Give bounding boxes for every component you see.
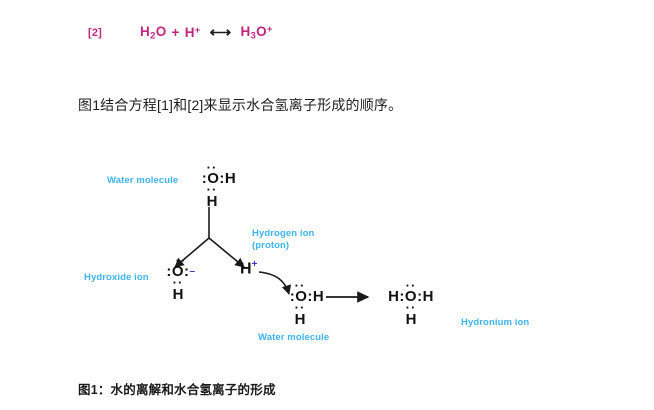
label-hydronium-ion: Hydronium ion (461, 317, 530, 328)
hydronium-right-lone-pair: : (417, 288, 423, 305)
equation-reactant-water: H2O (140, 24, 166, 42)
structure-hydrogen-ion: H+ (240, 260, 257, 278)
water-bottom-lone-pair-top: ·· (294, 278, 306, 293)
hydroxide-lone-pair-top: ·· (175, 253, 187, 268)
equation-plus-operator: + (171, 25, 180, 41)
hydronium-lone-pair-top: ·· (405, 278, 417, 293)
water-bottom-lone-pair-bottom: ·· (294, 300, 306, 315)
hydronium-h: H (240, 24, 251, 39)
proton-charge: + (194, 25, 201, 37)
label-water-molecule-bottom: Water molecule (258, 332, 330, 343)
hydroxide-main-row: :O:– (158, 264, 204, 279)
label-hydrogen-ion-line2: (proton) (252, 240, 290, 251)
water-h: H (140, 24, 151, 39)
water-bottom-main-row: :O:H (278, 289, 336, 304)
hydronium-lone-pair-bottom: ·· (405, 300, 417, 315)
hydroxide-left-lone-pair: : (166, 263, 172, 280)
water-top-lower-hydrogen: H (206, 193, 218, 210)
hydroxide-right-lone-pair: : (184, 263, 190, 280)
water-o: O (155, 24, 167, 39)
water-top-lone-pair-bottom: ·· (206, 182, 218, 197)
structure-hydronium: ·· H:O:H ·· H (373, 278, 449, 328)
diagram-arrows-svg (174, 207, 370, 303)
water-top-bonded-hydrogen: H (224, 170, 237, 187)
water-bottom-oxygen: O (295, 288, 308, 305)
hydronium-subscript: 3 (250, 30, 257, 42)
hydronium-left-hydrogen: H (388, 288, 400, 305)
curved-arrow-proton-transfer (258, 271, 292, 295)
water-top-right-lone-pair: : (219, 170, 225, 187)
hydroxide-lone-pair-bottom: ·· (172, 275, 184, 290)
water-bottom-left-lone-pair: : (289, 288, 296, 305)
hydrogen-ion-atom: H (240, 260, 252, 278)
hydrogen-ion-positive-charge: + (251, 259, 258, 270)
water-bottom-bonded-hydrogen: H (312, 288, 325, 305)
equation-tag: [2] (88, 26, 103, 39)
hydronium-o: O (256, 24, 267, 39)
hydroxide-negative-charge: – (189, 265, 196, 277)
equation-product-hydronium: H3O+ (240, 24, 272, 42)
arrow-to-hydrogen-ion (208, 237, 245, 268)
hydronium-oxygen: O (404, 288, 418, 305)
hydronium-left-lone-pair: : (399, 288, 405, 305)
structure-hydroxide: ·· :O:– ·· H (158, 253, 204, 302)
water-top-lone-pair-top: ·· (206, 160, 218, 175)
proton-h: H (184, 25, 195, 41)
equation-reactant-proton: H+ (185, 25, 201, 40)
structure-water-top: ·· :O:H ·· H (190, 161, 248, 209)
hydronium-charge: + (266, 24, 273, 36)
dissociation-diagram: Water molecule ·· :O:H ·· H Hydroxide io… (0, 150, 654, 365)
arrow-to-hydroxide (174, 237, 210, 268)
hydronium-main-row: H:O:H (373, 289, 449, 304)
figure-caption: 图1：水的离解和水合氢离子的形成 (78, 383, 276, 397)
equilibrium-arrow-icon: ⟷ (209, 24, 232, 42)
equation-body: H2O + H+ ⟷ H3O+ (140, 24, 273, 42)
hydroxide-oxygen: O (171, 263, 185, 280)
structure-water-bottom: ·· :O:H ·· H (278, 279, 336, 327)
hydroxide-hydrogen: H (172, 286, 184, 303)
body-paragraph: 图1结合方程[1]和[2]来显示水合氢离子形成的顺序。 (78, 97, 403, 113)
label-hydroxide-ion: Hydroxide ion (84, 272, 149, 283)
water-bottom-lower-hydrogen: H (294, 311, 306, 328)
water-top-main-row: :O:H (190, 171, 248, 186)
label-hydrogen-ion-line1: Hydrogen ion (252, 228, 315, 239)
equation-2: [2] H2O + H+ ⟷ H3O+ (88, 24, 273, 42)
hydronium-right-hydrogen: H (422, 288, 434, 305)
label-water-molecule-top: Water molecule (107, 175, 179, 186)
water-top-left-lone-pair: : (201, 170, 208, 187)
water-bottom-right-lone-pair: : (307, 288, 313, 305)
water-subscript: 2 (150, 30, 156, 42)
hydronium-lower-hydrogen: H (405, 311, 417, 328)
water-top-oxygen: O (207, 170, 220, 187)
